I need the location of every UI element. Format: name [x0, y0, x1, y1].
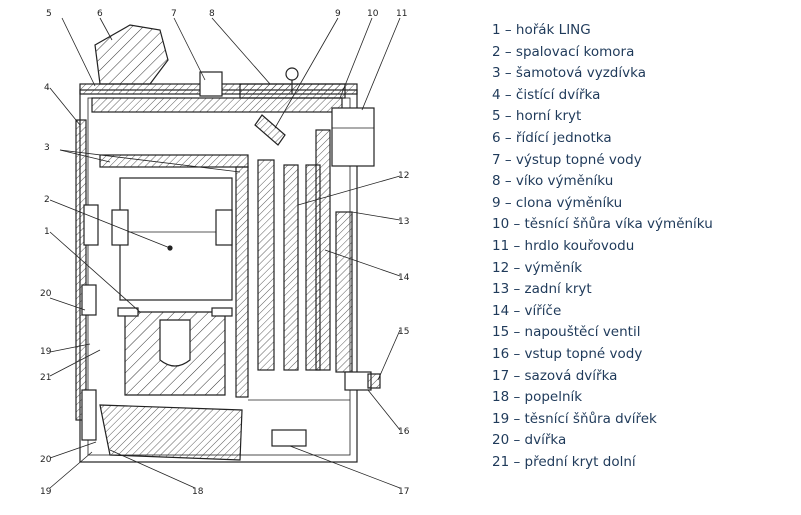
legend-item-10: 10 – těsnící šňůra víka výměníku [492, 216, 713, 233]
legend-item-21: 21 – přední kryt dolní [492, 453, 636, 470]
legend-item-4: 4 – čistící dvířka [492, 86, 601, 103]
legend-item-2: 2 – spalovací komora [492, 43, 635, 60]
callout-17: 17 [398, 487, 409, 497]
legend-item-5: 5 – horní kryt [492, 108, 582, 125]
legend-item-16: 16 – vstup topné vody [492, 345, 643, 362]
callout-7: 7 [171, 9, 177, 19]
ash-pan [99, 404, 243, 461]
legend-item-12: 12 – výměník [492, 259, 583, 276]
fireclay-lining-top [99, 154, 249, 168]
legend-item-17: 17 – sazová dvířka [492, 367, 618, 384]
callout-labels: 5 6 7 8 9 10 11 4 3 2 1 12 13 14 15 16 1… [40, 9, 410, 497]
legend-item-11: 11 – hrdlo kouřovodu [492, 237, 635, 254]
callout-10: 10 [367, 9, 379, 19]
callout-19-upper: 19 [40, 347, 52, 357]
callout-18: 18 [192, 487, 204, 497]
control-unit [94, 24, 169, 85]
water-inlet [344, 371, 372, 391]
legend-item-14: 14 – víříče [492, 302, 562, 319]
legend-item-7: 7 – výstup topné vody [492, 151, 642, 168]
leader-lines [49, 17, 401, 489]
callout-1: 1 [44, 227, 50, 237]
callout-16: 16 [398, 427, 410, 437]
legend-item-9: 9 – clona výměníku [492, 194, 623, 211]
callout-21: 21 [40, 373, 51, 383]
cleaning-door [83, 204, 99, 246]
top-insulation [91, 97, 343, 113]
parts-legend: 1 – hořák LING 2 – spalovací komora 3 – … [492, 20, 713, 473]
soot-door [271, 429, 307, 447]
fill-valve [367, 373, 381, 389]
legend-item-3: 3 – šamotová vyzdívka [492, 65, 646, 82]
callout-5: 5 [46, 9, 52, 19]
exchanger-baffle [254, 114, 286, 146]
callout-12: 12 [398, 171, 409, 181]
callout-14: 14 [398, 273, 410, 283]
front-wall [75, 119, 87, 421]
legend-item-19: 19 – těsnící šňůra dvířek [492, 410, 657, 427]
callout-19-lower: 19 [40, 487, 52, 497]
exchanger-tube-4 [315, 129, 331, 371]
lower-door [81, 389, 97, 441]
callout-6: 6 [97, 9, 103, 19]
legend-item-1: 1 – hořák LING [492, 22, 591, 38]
exchanger-tube-2 [283, 164, 299, 371]
legend-item-6: 6 – řídící jednotka [492, 129, 612, 146]
flue-collar [331, 107, 375, 167]
legend-item-8: 8 – víko výměníku [492, 173, 614, 190]
callout-15: 15 [398, 327, 409, 337]
callout-13: 13 [398, 217, 409, 227]
callout-9: 9 [335, 9, 341, 19]
callout-11: 11 [396, 9, 407, 19]
upper-door [81, 284, 97, 316]
hot-water-outlet [199, 71, 223, 97]
callout-8: 8 [209, 9, 215, 19]
callout-20-upper: 20 [40, 289, 52, 299]
callout-4: 4 [44, 83, 50, 93]
legend-item-15: 15 – napouštěcí ventil [492, 324, 641, 341]
lid-handle [285, 67, 299, 81]
legend-item-13: 13 – zadní kryt [492, 281, 592, 298]
rear-cover [335, 211, 353, 373]
exchanger-tube-1 [257, 159, 275, 371]
boiler-cross-section-drawing: 5 6 7 8 9 10 11 4 3 2 1 12 13 14 15 16 1… [40, 9, 410, 497]
fireclay-lining-side [235, 166, 249, 398]
callout-20-lower: 20 [40, 455, 52, 465]
legend-item-20: 20 – dvířka [492, 432, 567, 449]
callout-3: 3 [44, 143, 50, 153]
legend-item-18: 18 – popelník [492, 389, 583, 406]
boiler-body [75, 24, 381, 463]
callout-2: 2 [44, 195, 50, 205]
combustion-chamber [119, 177, 233, 301]
